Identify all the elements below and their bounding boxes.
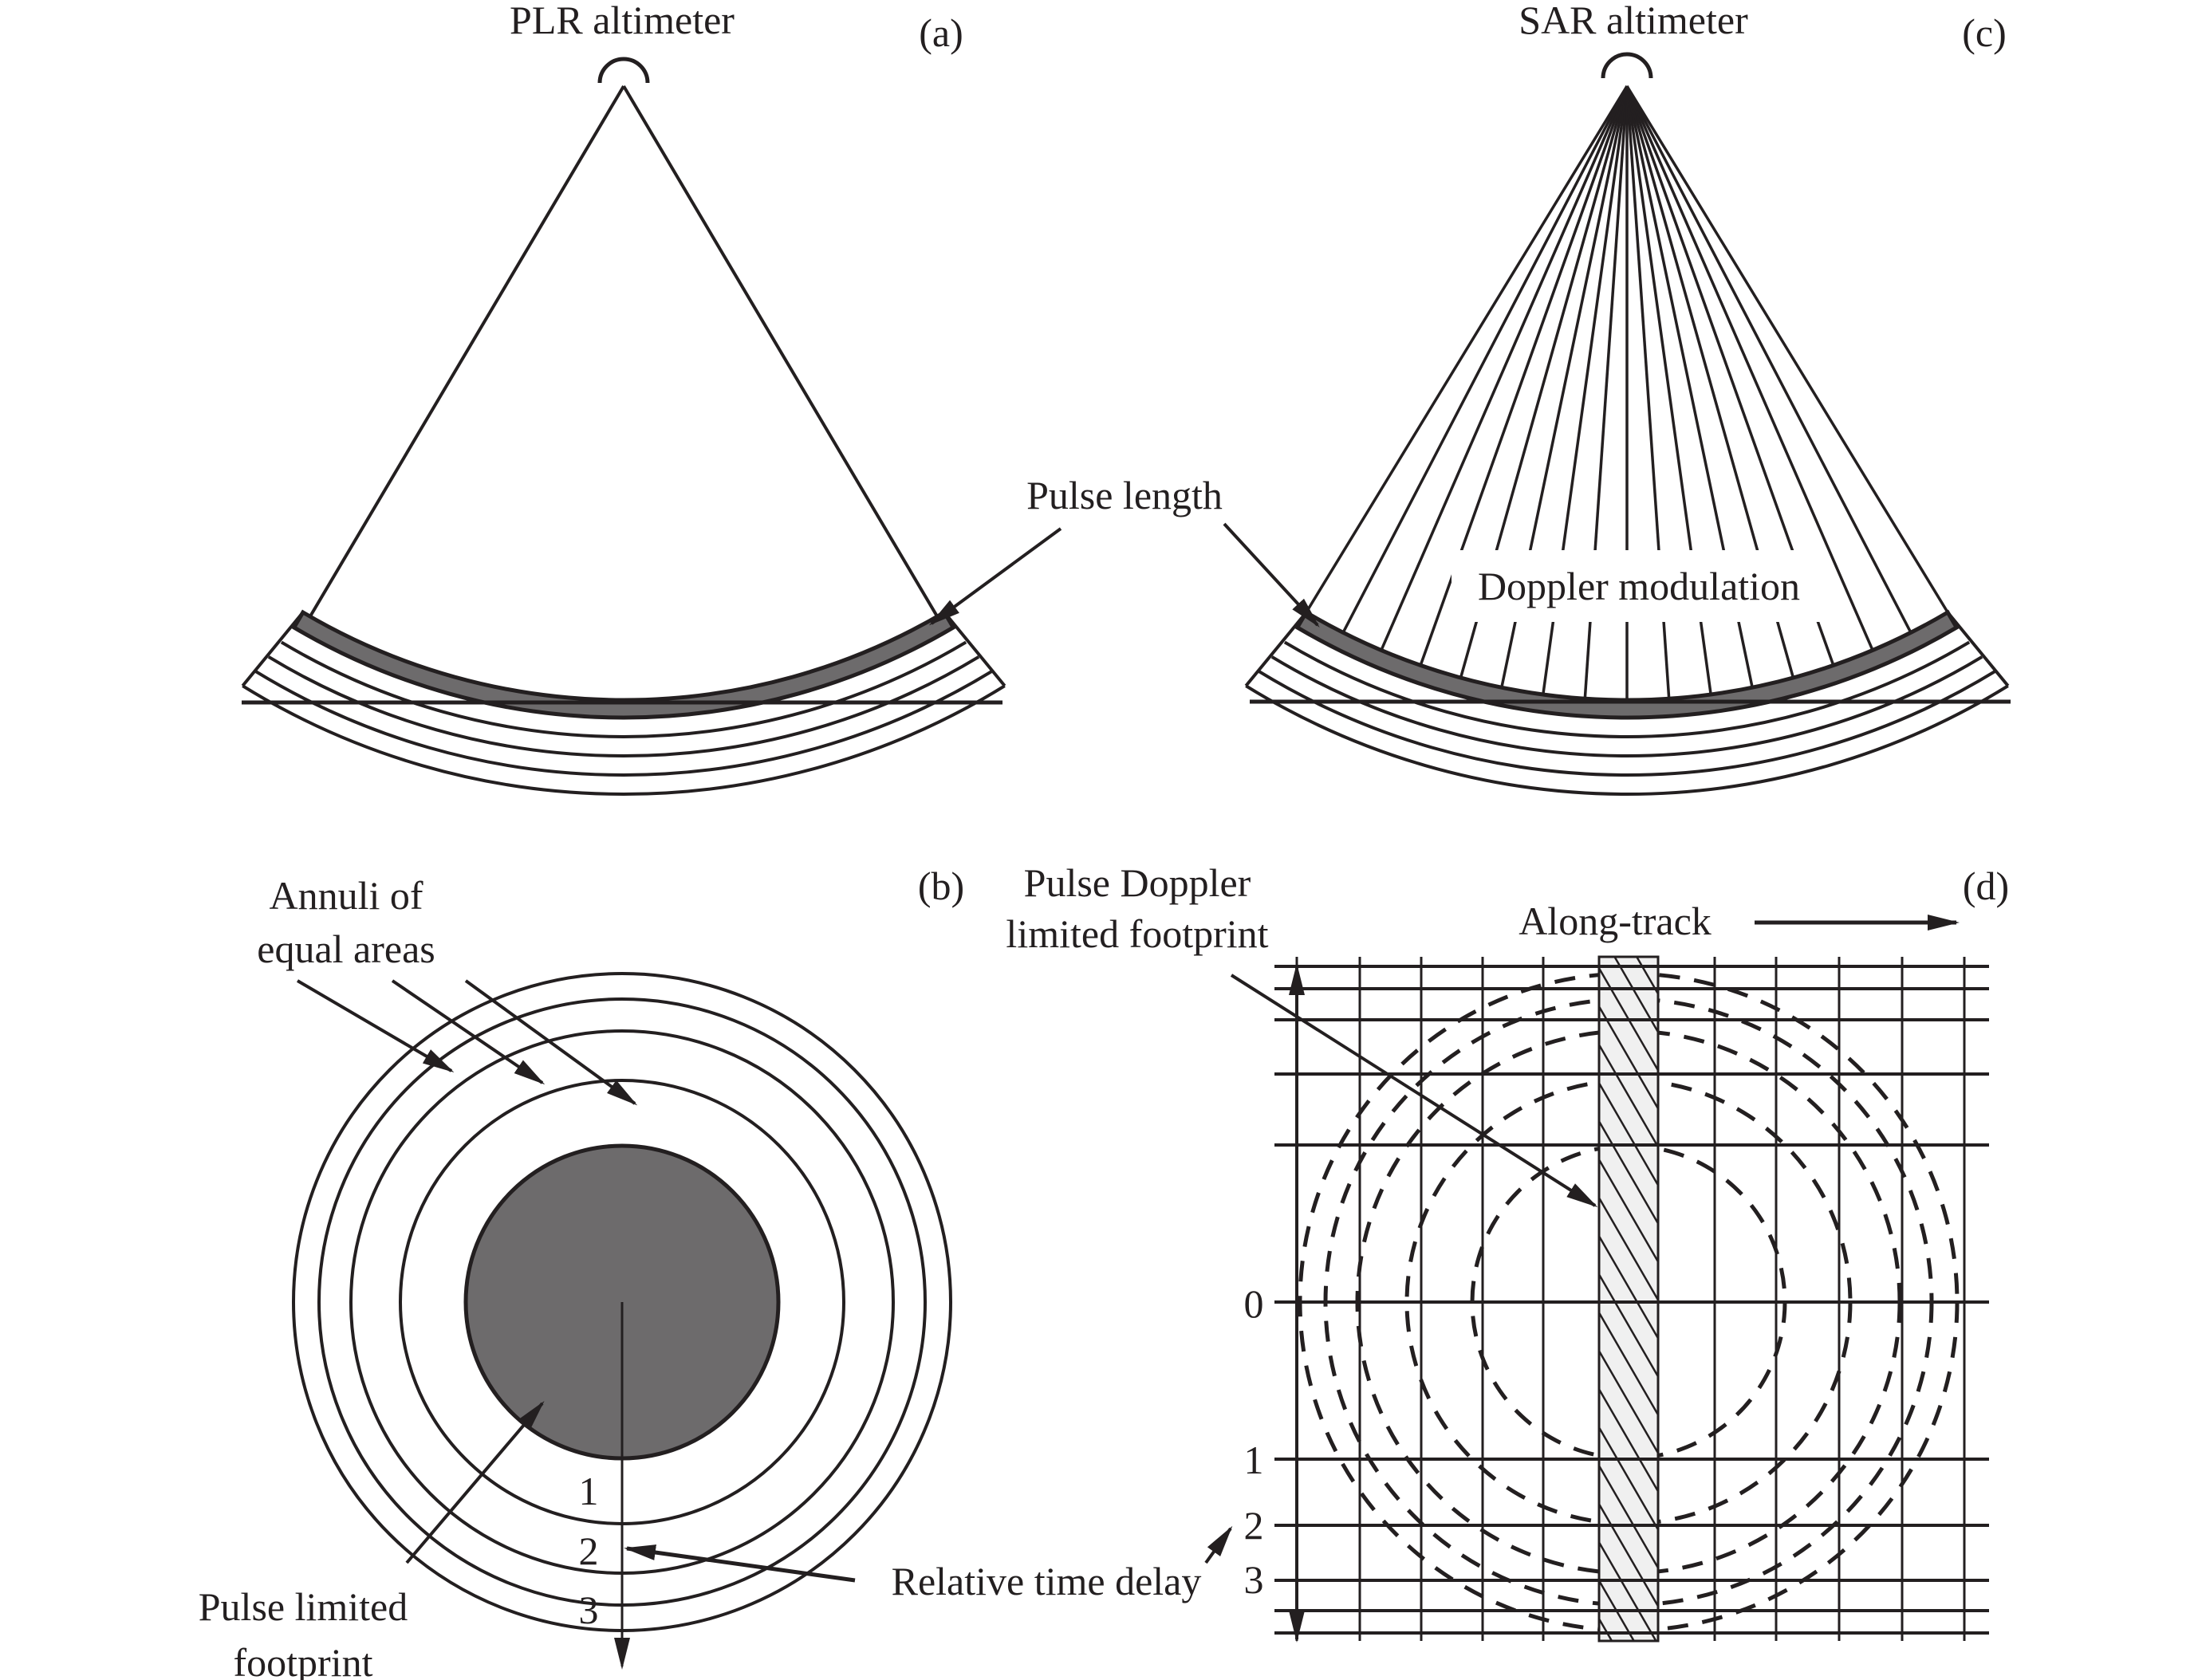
annuli-label-line2: equal areas bbox=[257, 927, 435, 971]
cone-edge-extension bbox=[1946, 611, 2010, 687]
wavefront-arc bbox=[254, 670, 993, 777]
pulse-length-label: Pulse length bbox=[1026, 473, 1223, 517]
panel-c-tag: (c) bbox=[1962, 10, 2007, 55]
row-label-1: 1 bbox=[1244, 1438, 1264, 1482]
row-label-3: 3 bbox=[1244, 1557, 1264, 1602]
doppler-strip bbox=[1597, 955, 1660, 1643]
along-track-label: Along-track bbox=[1519, 899, 1712, 943]
row-label-0: 0 bbox=[1244, 1281, 1264, 1326]
footprint-label-line1: Pulse limited bbox=[199, 1584, 408, 1629]
panel-c-title: SAR altimeter bbox=[1519, 0, 1748, 42]
annuli-label-line1: Annuli of bbox=[269, 873, 423, 918]
wavefront-arc bbox=[280, 640, 967, 738]
doppler-beam-line bbox=[1341, 85, 1629, 634]
delay-doppler-grid bbox=[1274, 957, 1989, 1641]
annulus-arrow-3 bbox=[464, 979, 638, 1106]
doppler-beam-line bbox=[1305, 85, 1629, 613]
antenna-icon bbox=[597, 57, 650, 84]
panel-c: SAR altimeter (c) Doppler modulation bbox=[1223, 0, 2011, 796]
panel-d-tag: (d) bbox=[1963, 864, 2009, 908]
panel-a-title: PLR altimeter bbox=[510, 0, 735, 42]
wavefront-arc bbox=[1245, 684, 2009, 796]
doppler-beam-line bbox=[1625, 85, 1874, 651]
delay-arrow-d bbox=[1204, 1525, 1233, 1564]
footprint-arrow bbox=[405, 1400, 545, 1564]
doppler-label-bg bbox=[1452, 550, 1826, 622]
annulus-arrow-2 bbox=[391, 979, 546, 1085]
doppler-beam-line bbox=[1380, 85, 1629, 651]
doppler-footprint-label-line1: Pulse Doppler bbox=[1024, 860, 1251, 905]
wavefront-arc bbox=[1258, 670, 1996, 777]
doppler-modulation-label: Doppler modulation bbox=[1478, 564, 1800, 608]
doppler-beam-line bbox=[1625, 85, 1949, 613]
antenna-icon bbox=[1601, 52, 1653, 79]
panel-b: (b) Annuli of equal areas 1 2 3 Pulse li… bbox=[199, 864, 1233, 1680]
cone-edge-extension bbox=[241, 611, 305, 687]
wavefront-arc bbox=[1283, 640, 1971, 738]
doppler-footprint-arrow bbox=[1230, 974, 1598, 1208]
ring-number-3: 3 bbox=[579, 1588, 599, 1632]
doppler-footprint-label-line2: limited footprint bbox=[1006, 911, 1268, 956]
pulse-length-arrow-a bbox=[928, 527, 1062, 626]
wavefront-arc bbox=[1270, 655, 1983, 757]
annulus-arrow-1 bbox=[296, 979, 455, 1073]
panel-a: PLR altimeter (a) Pulse length bbox=[241, 0, 1223, 796]
wavefront-arc bbox=[267, 655, 980, 757]
ring-number-1: 1 bbox=[579, 1469, 599, 1513]
pulse-band bbox=[1294, 609, 1960, 720]
wavefront-arc bbox=[242, 684, 1006, 796]
panel-d: (d) Pulse Doppler limited footprint Alon… bbox=[1006, 860, 2009, 1643]
relative-time-delay-label: Relative time delay bbox=[892, 1559, 1202, 1603]
panel-b-tag: (b) bbox=[918, 864, 964, 908]
row-label-2: 2 bbox=[1244, 1503, 1264, 1548]
sar-wavefronts bbox=[1244, 609, 2010, 796]
panel-a-tag: (a) bbox=[919, 10, 963, 55]
delay-arrow-b bbox=[624, 1544, 856, 1583]
plr-wavefronts bbox=[241, 609, 1006, 796]
plr-beam-cone bbox=[306, 85, 941, 622]
doppler-beam-line bbox=[1625, 85, 1912, 634]
footprint-label-line2: footprint bbox=[234, 1640, 373, 1680]
ring-number-2: 2 bbox=[579, 1529, 599, 1573]
pulse-length-arrow-c bbox=[1223, 522, 1320, 628]
